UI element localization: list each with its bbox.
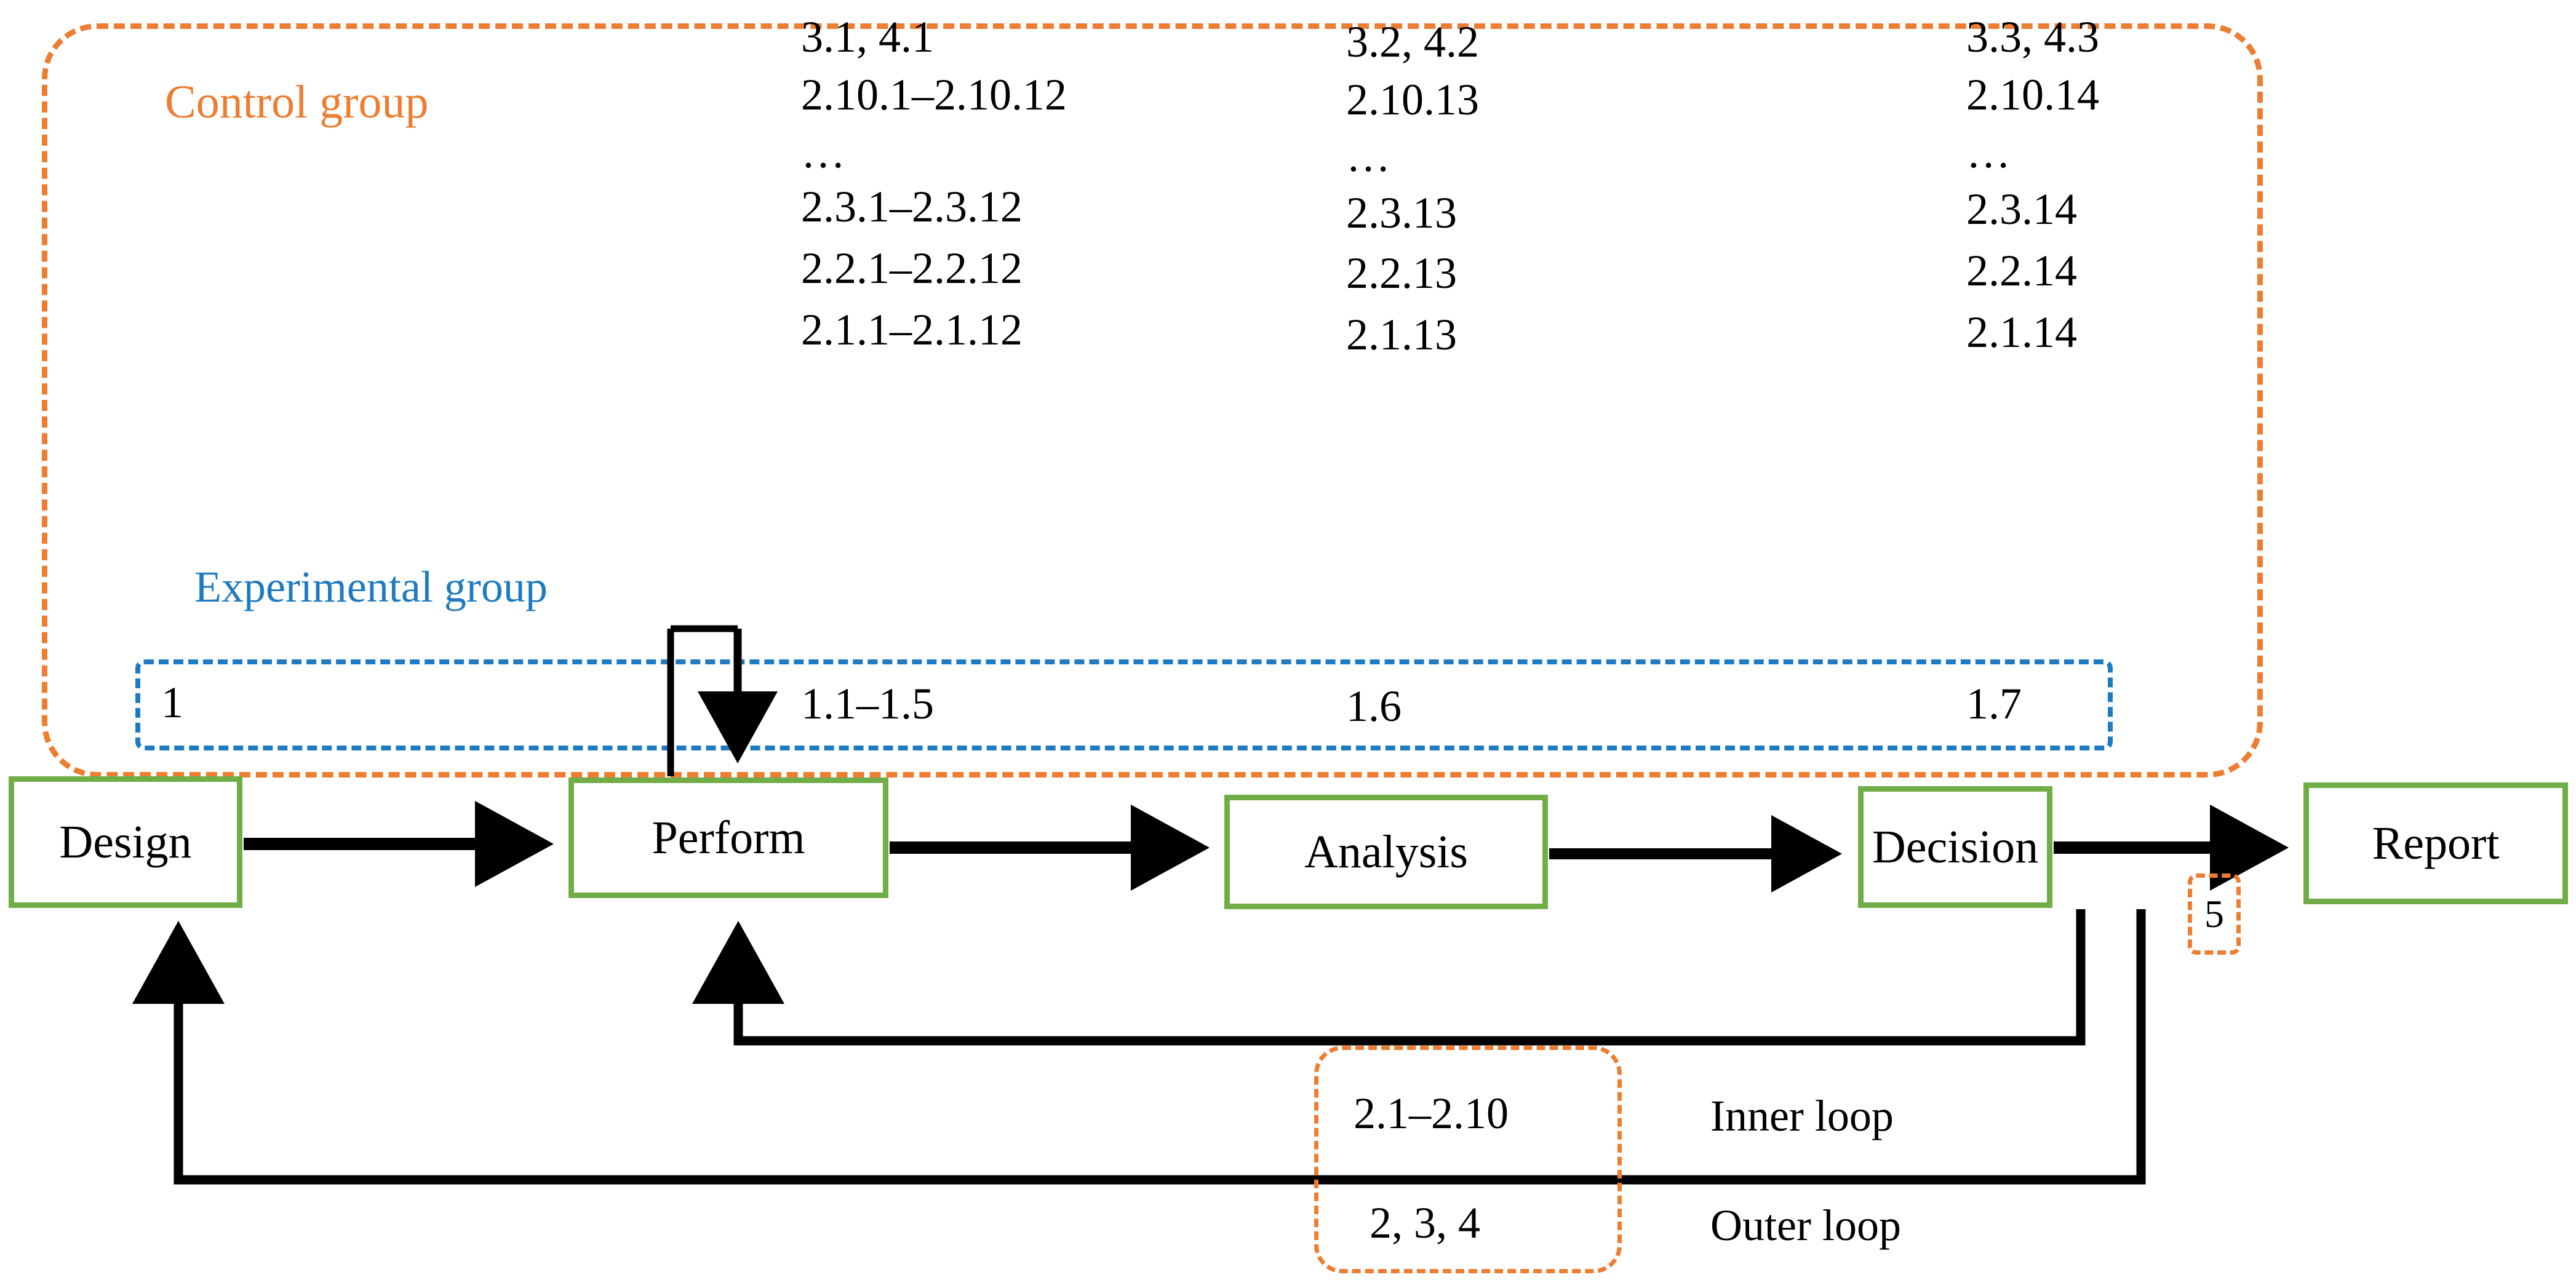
process-box-analysis[interactable]: Analysis xyxy=(1224,795,1548,909)
step-cell-perform-1: 2.10.1–2.10.12 xyxy=(801,70,1067,119)
step-cell-analysis-1: 2.10.13 xyxy=(1346,75,1479,124)
step-cell-perform-2: … xyxy=(801,128,845,177)
process-box-report[interactable]: Report xyxy=(2303,782,2568,904)
step-cell-perform-3: 2.3.1–2.3.12 xyxy=(801,182,1023,231)
report-step-chip: 5 xyxy=(2188,873,2241,955)
process-box-decision-label: Decision xyxy=(1872,821,2039,873)
step-cell-decision-3: 2.3.14 xyxy=(1966,185,2077,234)
loop-codes-chip xyxy=(1314,1046,1622,1273)
step-cell-decision-6: 1.7 xyxy=(1966,679,2022,728)
step-cell-decision-0: 3.3, 4.3 xyxy=(1966,12,2099,62)
step-cell-decision-5: 2.1.14 xyxy=(1966,308,2077,357)
control-group-label: Control group xyxy=(165,76,429,128)
step-cell-analysis-0: 3.2, 4.2 xyxy=(1346,17,1479,66)
step-cell-perform-6: 1.1–1.5 xyxy=(801,679,934,728)
step-cell-perform-4: 2.2.1–2.2.12 xyxy=(801,244,1023,293)
step-cell-analysis-2: … xyxy=(1346,132,1390,181)
experimental-group-label: Experimental group xyxy=(194,562,548,611)
inner-loop-label: Inner loop xyxy=(1710,1091,1894,1140)
step-cell-decision-1: 2.10.14 xyxy=(1966,70,2099,119)
step-cell-analysis-5: 2.1.13 xyxy=(1346,310,1457,359)
control-group-region xyxy=(42,23,2263,778)
experimental-group-region xyxy=(135,659,2113,750)
process-box-analysis-label: Analysis xyxy=(1304,826,1468,878)
outer-loop-codes: 2, 3, 4 xyxy=(1370,1198,1480,1247)
step-cell-analysis-3: 2.3.13 xyxy=(1346,188,1457,237)
step-cell-perform-5: 2.1.1–2.1.12 xyxy=(801,305,1023,354)
process-box-perform[interactable]: Perform xyxy=(568,778,888,898)
report-step-value: 5 xyxy=(2204,892,2224,936)
step-cell-decision-2: … xyxy=(1966,128,2011,177)
inner-loop-codes: 2.1–2.10 xyxy=(1354,1089,1509,1138)
step-cell-design-1: 1 xyxy=(161,678,183,727)
process-box-perform-label: Perform xyxy=(652,812,805,864)
step-cell-analysis-4: 2.2.13 xyxy=(1346,249,1457,298)
process-box-report-label: Report xyxy=(2372,818,2500,869)
process-box-decision[interactable]: Decision xyxy=(1858,786,2052,908)
step-cell-decision-4: 2.2.14 xyxy=(1966,246,2077,295)
inner-loop-path xyxy=(692,909,2086,1046)
step-cell-perform-0: 3.1, 4.1 xyxy=(801,12,934,62)
process-box-design-label: Design xyxy=(59,816,192,868)
outer-loop-label: Outer loop xyxy=(1710,1201,1901,1250)
process-box-design[interactable]: Design xyxy=(9,776,242,908)
step-cell-analysis-6: 1.6 xyxy=(1346,682,1402,731)
